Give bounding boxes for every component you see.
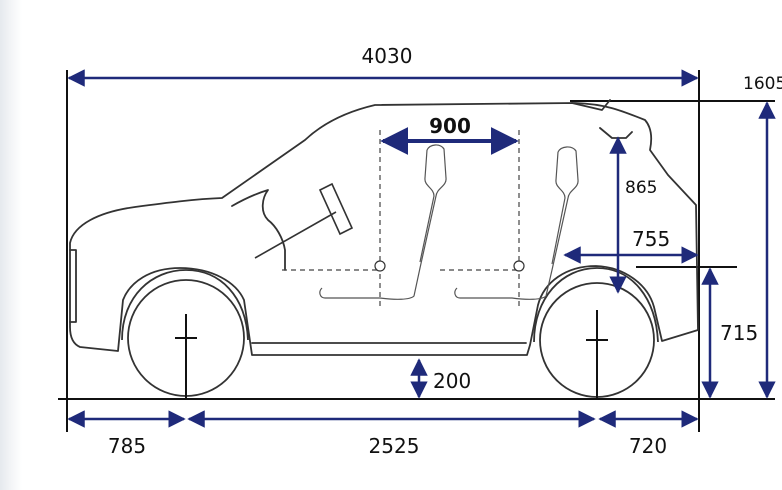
mirror (231, 189, 286, 271)
rear-overhang-label: 720 (629, 434, 667, 458)
seat-reference-lines (282, 130, 520, 306)
rear-headroom-label: 865 (625, 178, 657, 198)
car-body (69, 102, 699, 356)
overall-height-label: 1605 (743, 74, 782, 94)
steering-wheel (254, 182, 354, 259)
overall-length-label: 4030 (362, 44, 413, 68)
wheel-centers (175, 310, 608, 400)
seats (319, 144, 579, 300)
hip-points (374, 260, 525, 272)
front-overhang-label: 785 (108, 434, 146, 458)
wheel-center-height-label: 715 (720, 321, 758, 345)
front-seat (319, 144, 447, 300)
front-wheel-arch (121, 269, 249, 341)
rear-light (599, 127, 633, 139)
car-outline (69, 99, 699, 356)
ground-clearance-label: 200 (433, 369, 471, 393)
wheelbase-label: 2525 (369, 434, 420, 458)
front-bumper-edge (69, 249, 77, 323)
rear-seat (454, 146, 579, 300)
rear-seat-to-tail-label: 755 (632, 227, 670, 251)
rear-seat-back (551, 151, 566, 265)
front-seat-back (419, 149, 435, 263)
rear-spoiler (571, 99, 611, 111)
rear-wheel-arch (533, 267, 659, 343)
wheels (121, 267, 659, 398)
shoulder-width-label: 900 (429, 114, 471, 138)
dimension-arrows (67, 69, 776, 428)
reference-frame (58, 70, 775, 432)
